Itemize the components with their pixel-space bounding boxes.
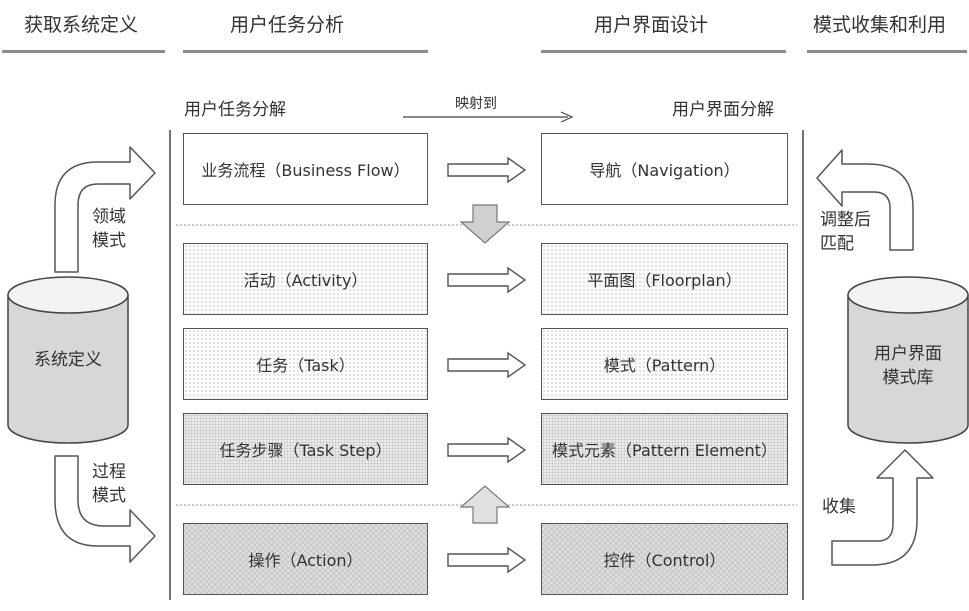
ui-box-pattern: 模式（Pattern） <box>541 328 788 400</box>
block-arrow-row2 <box>447 266 527 294</box>
subheader-task-decomposition: 用户任务分解 <box>184 100 286 120</box>
left-top-curved-arrow <box>54 146 156 273</box>
ui-box-navigation: 导航（Navigation） <box>541 133 788 205</box>
left-cylinder <box>7 276 129 444</box>
header-user-task-analysis: 用户任务分析 <box>230 14 345 36</box>
ui-pattern-library-label-2: 模式库 <box>882 368 934 388</box>
subheader-ui-decomposition: 用户界面分解 <box>672 100 774 120</box>
right-cylinder <box>847 276 969 444</box>
task-box-task: 任务（Task） <box>183 328 428 400</box>
header-ui-design: 用户界面设计 <box>594 14 709 36</box>
block-arrow-row5 <box>447 546 527 574</box>
right-bottom-curved-arrow <box>831 449 934 566</box>
ui-box-control: 控件（Control） <box>541 523 788 595</box>
task-box-activity: 活动（Activity） <box>183 243 428 315</box>
collect-label: 收集 <box>822 497 856 517</box>
mapping-label: 映射到 <box>455 96 497 112</box>
left-bottom-curved-arrow <box>54 455 156 563</box>
domain-pattern-label-1: 领域 <box>92 207 126 227</box>
header-underline-2 <box>183 50 428 53</box>
header-underline-4 <box>807 50 967 53</box>
ui-box-floorplan: 平面图（Floorplan） <box>541 243 788 315</box>
adjusted-match-label-1: 调整后 <box>820 210 871 230</box>
header-underline-1 <box>2 50 165 53</box>
process-pattern-label-1: 过程 <box>92 462 126 482</box>
ui-box-pattern-element: 模式元素（Pattern Element） <box>541 413 788 485</box>
task-box-task-step: 任务步骤（Task Step） <box>183 413 428 485</box>
mapping-arrow-head <box>560 111 574 123</box>
block-arrow-row1 <box>447 156 527 184</box>
process-pattern-label-2: 模式 <box>92 486 126 506</box>
domain-pattern-label-2: 模式 <box>92 231 126 251</box>
task-box-action: 操作（Action） <box>183 523 428 595</box>
header-system-definition: 获取系统定义 <box>24 14 139 36</box>
task-box-business-flow: 业务流程（Business Flow） <box>183 133 428 205</box>
header-pattern-collection: 模式收集和利用 <box>813 14 947 36</box>
right-top-curved-arrow <box>816 149 914 251</box>
system-definition-cylinder-label: 系统定义 <box>34 350 102 370</box>
ui-pattern-library-label-1: 用户界面 <box>874 344 942 364</box>
down-block-arrow <box>459 204 511 244</box>
block-arrow-row4 <box>447 436 527 464</box>
block-arrow-row3 <box>447 351 527 379</box>
adjusted-match-label-2: 匹配 <box>820 234 854 254</box>
header-underline-3 <box>541 50 786 53</box>
up-block-arrow <box>459 485 511 524</box>
